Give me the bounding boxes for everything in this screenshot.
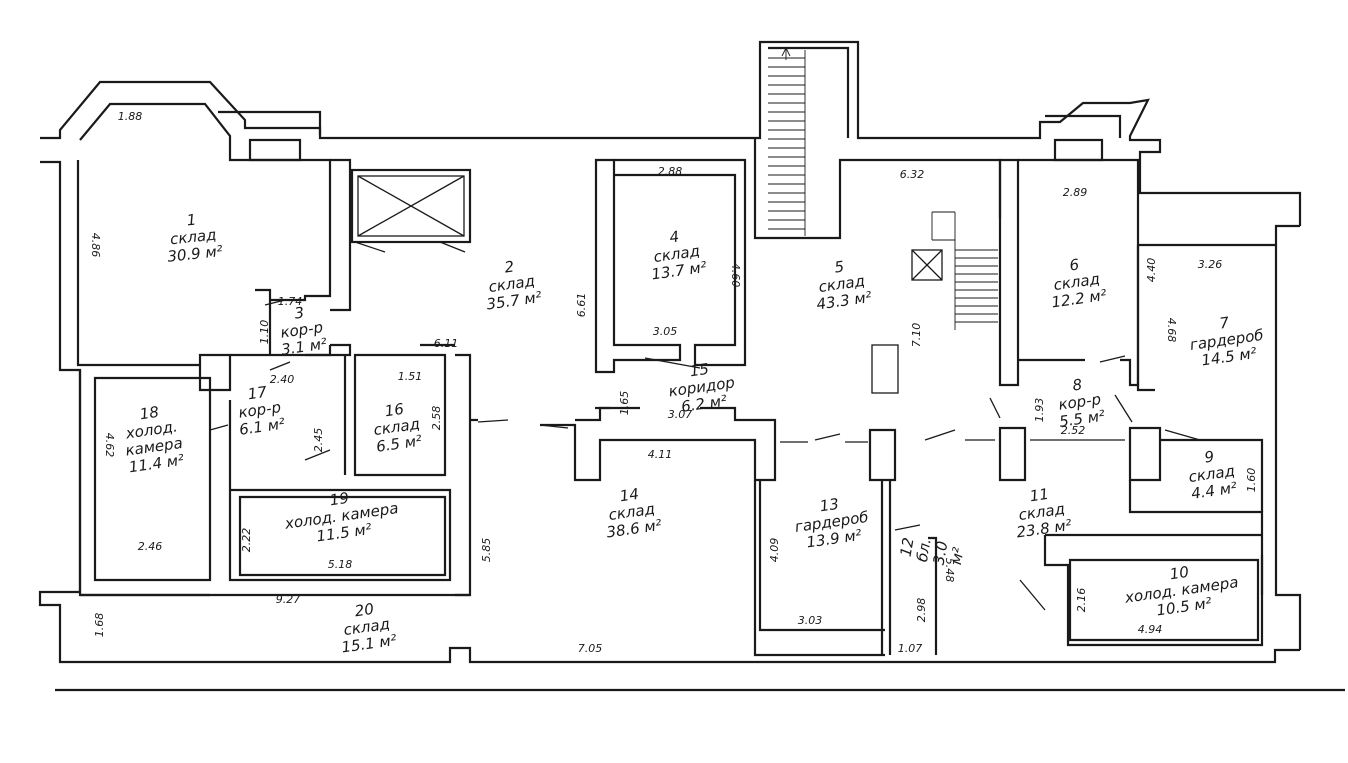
dimension-label: 4.94 bbox=[1138, 623, 1163, 636]
dimension-label: 1.93 bbox=[1033, 398, 1046, 423]
dimension-label: 3.03 bbox=[798, 614, 823, 627]
dimension-labels: 1.88 4.86 1.74 1.10 2.40 4.62 2.46 1.51 2.58 6.11… bbox=[89, 110, 1258, 655]
dimension-label: 1.68 bbox=[93, 613, 106, 638]
dimension-label: 5.48 bbox=[943, 558, 956, 583]
room-label-line: 13 bbox=[819, 495, 840, 515]
dimension-label: 6.61 bbox=[575, 293, 588, 318]
dimension-label: 2.22 bbox=[240, 528, 253, 553]
room-label-line: 4 bbox=[668, 227, 680, 246]
room-label-line: 9 bbox=[1203, 447, 1215, 466]
room-label-line: 7 bbox=[1218, 313, 1230, 332]
dimension-label: 2.45 bbox=[312, 428, 325, 453]
dimension-label: 1.88 bbox=[118, 110, 143, 123]
dimension-label: 5.18 bbox=[328, 558, 353, 571]
room-label-line: 15 bbox=[689, 360, 710, 380]
staircases bbox=[768, 46, 998, 330]
dimension-label: 1.07 bbox=[898, 642, 923, 655]
dimension-label: 2.16 bbox=[1075, 588, 1088, 613]
room-label-line: 3 bbox=[293, 303, 305, 322]
dimension-label: 4.40 bbox=[1145, 258, 1158, 283]
dimension-label: 3.26 bbox=[1198, 258, 1223, 271]
room-label-line: бл. bbox=[913, 537, 935, 563]
room-label-line: 2 bbox=[503, 257, 515, 276]
dimension-label: 3.07 bbox=[668, 408, 693, 421]
room-label-line: 18 bbox=[139, 403, 160, 423]
room-label-line: м² bbox=[947, 546, 968, 566]
dimension-label: 1.65 bbox=[618, 391, 631, 416]
dimension-label: 9.27 bbox=[276, 593, 301, 606]
room-label-line: 16 bbox=[384, 400, 405, 420]
room-label-line: кор-р bbox=[279, 318, 324, 342]
room-label-line: 12 bbox=[897, 536, 918, 558]
room-label-line: 14 bbox=[619, 485, 640, 505]
room-label-line: 11 bbox=[1029, 485, 1050, 505]
room-label-line: кор-р bbox=[237, 398, 282, 422]
dimension-label: 2.40 bbox=[270, 373, 295, 386]
dimension-label: 4.62 bbox=[103, 433, 116, 458]
dimension-label: 2.89 bbox=[1063, 186, 1088, 199]
room-label-line: 10 bbox=[1169, 563, 1190, 583]
dimension-label: 2.46 bbox=[138, 540, 163, 553]
dimension-label: 4.86 bbox=[89, 233, 102, 258]
dimension-label: 6.32 bbox=[900, 168, 925, 181]
dimension-label: 5.85 bbox=[480, 538, 493, 563]
dimension-label: 4.68 bbox=[1165, 318, 1178, 343]
dimension-label: 1.74 bbox=[278, 295, 303, 308]
dimension-label: 2.98 bbox=[915, 598, 928, 623]
room-label-line: склад bbox=[169, 226, 217, 249]
room-label-line: 19 bbox=[329, 489, 350, 509]
room-label-line: 17 bbox=[247, 383, 269, 404]
room-label-line: кор-р bbox=[1057, 390, 1102, 414]
room-label-line: 1 bbox=[186, 211, 197, 230]
dimension-label: 7.05 bbox=[578, 642, 603, 655]
dimension-label: 6.11 bbox=[434, 337, 459, 350]
walls bbox=[38, 40, 1302, 664]
dimension-label: 1.51 bbox=[398, 370, 423, 383]
room-label-line: 6 bbox=[1068, 255, 1080, 274]
dimension-label: 1.60 bbox=[1245, 468, 1258, 493]
dimension-label: 1.10 bbox=[258, 320, 271, 345]
dimension-label: 3.05 bbox=[653, 325, 678, 338]
elevator-shafts bbox=[350, 168, 943, 394]
dimension-label: 2.88 bbox=[658, 165, 683, 178]
dimension-label: 4.11 bbox=[648, 448, 673, 461]
dimension-label: 4.09 bbox=[768, 538, 781, 563]
room-label-line: 30.9 м² bbox=[166, 242, 223, 266]
room-label-line: 5 bbox=[833, 257, 845, 276]
dimension-label: 2.52 bbox=[1061, 424, 1086, 437]
doors bbox=[209, 241, 1201, 611]
dimension-label: 7.10 bbox=[910, 323, 923, 348]
room-label-line: 3.0 bbox=[930, 540, 952, 567]
dimension-label: 2.58 bbox=[430, 406, 443, 431]
room-label-line: 8 bbox=[1071, 375, 1083, 394]
room-label-line: 20 bbox=[354, 600, 375, 620]
dimension-label: 4.60 bbox=[729, 263, 742, 288]
